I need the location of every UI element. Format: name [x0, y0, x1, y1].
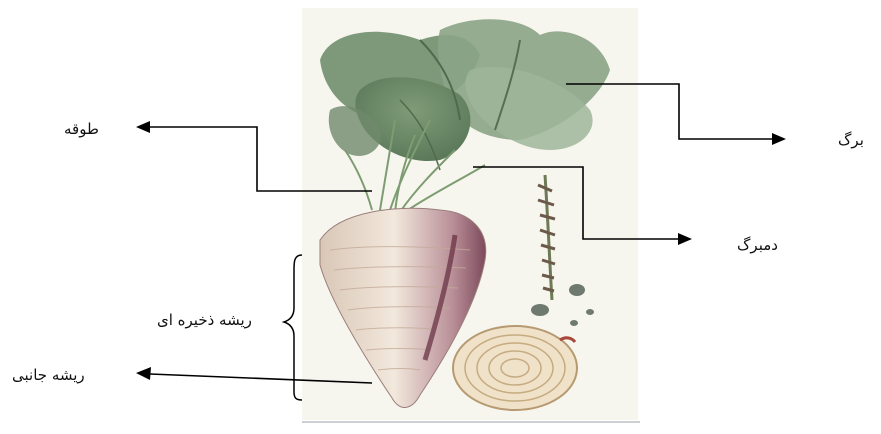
leaf-arrowhead: [772, 133, 786, 145]
lateral-root-arrowhead: [136, 367, 151, 380]
root-cross-section: [453, 326, 577, 410]
storage-root-brace: [284, 255, 302, 400]
label-petiole: دمبرگ: [737, 236, 778, 254]
label-crown: طوقه: [64, 120, 99, 138]
label-leaf: برگ: [838, 131, 864, 149]
label-storage-root: ریشه ذخیره ای: [157, 311, 252, 329]
crown-arrowhead: [136, 121, 150, 133]
label-lateral-root: ریشه جانبی: [12, 366, 85, 384]
petiole-arrowhead: [678, 233, 692, 245]
